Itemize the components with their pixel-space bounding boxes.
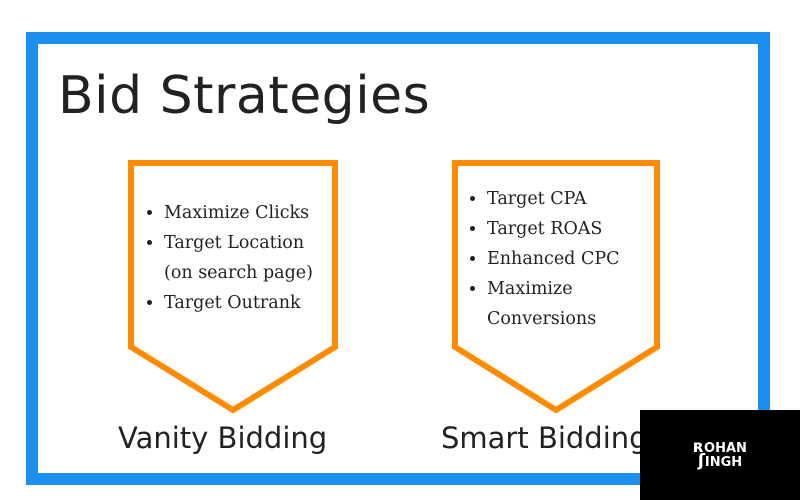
vanity-list: Maximize Clicks Target Location (on sear… (140, 198, 364, 318)
smart-list: Target CPA Target ROAS Enhanced CPC Maxi… (463, 184, 667, 334)
blue-frame (26, 32, 770, 485)
list-item: Enhanced CPC (487, 244, 667, 274)
page-title: Bid Strategies (58, 66, 431, 126)
vanity-label: Vanity Bidding (118, 421, 328, 455)
smart-pentagon (452, 160, 660, 414)
list-item: Target CPA (487, 184, 667, 214)
logo-line1: OHAN (704, 441, 747, 456)
vanity-pentagon (128, 160, 338, 414)
list-item: Target Location (on search page) (164, 228, 324, 288)
list-item: Target Outrank (164, 288, 364, 318)
logo-line2: INGH (704, 455, 743, 470)
smart-label: Smart Bidding (441, 421, 648, 455)
list-item: Maximize Conversions (487, 274, 617, 334)
list-item: Target ROAS (487, 214, 667, 244)
list-item: Maximize Clicks (164, 198, 364, 228)
